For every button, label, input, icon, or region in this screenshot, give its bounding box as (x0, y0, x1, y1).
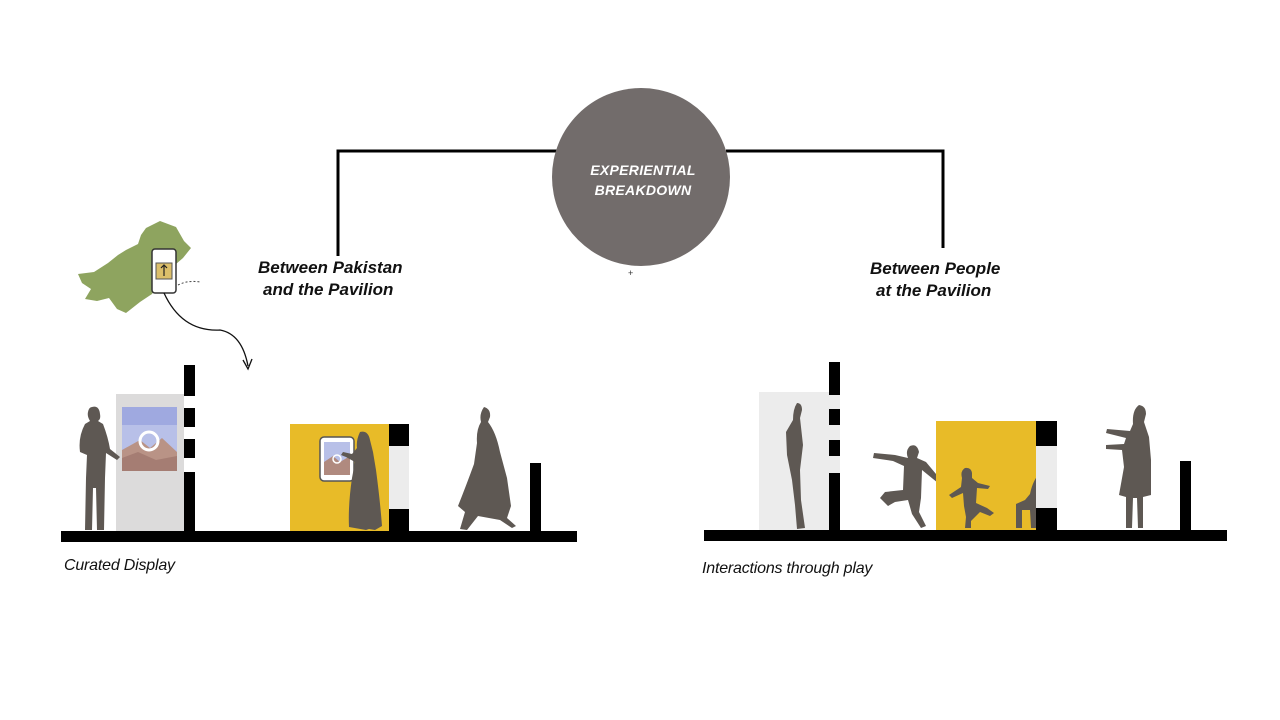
branch-label-line-2: at the Pavilion (876, 281, 992, 300)
right-scene (704, 362, 1227, 541)
kicking-child-silhouette (873, 445, 941, 528)
pakistan-map-icon (78, 221, 191, 313)
reaching-figure-silhouette (1106, 405, 1151, 528)
ground-right (704, 530, 1227, 541)
short-post (530, 463, 541, 531)
walking-figure-silhouette (458, 407, 516, 530)
hub-title: EXPERIENTIAL BREAKDOWN (553, 160, 733, 200)
running-child-silhouette (949, 467, 994, 528)
left-scene (61, 221, 577, 542)
short-post-right (1180, 461, 1191, 531)
black-white-post-right (1036, 421, 1057, 531)
arrow-head (242, 358, 253, 371)
branch-label-people: Between People at the Pavilion (870, 258, 1000, 302)
leaning-figure-silhouette (786, 403, 805, 529)
hub-title-line-1: EXPERIENTIAL (590, 162, 696, 178)
striped-post (184, 365, 195, 531)
branch-label-line-1: Between People (870, 259, 1001, 278)
phone-icon (151, 248, 177, 294)
hub-circle (552, 88, 730, 266)
black-white-post (389, 424, 409, 531)
striped-post-right (829, 362, 840, 531)
ground-left (61, 531, 577, 542)
standing-man-silhouette (79, 406, 120, 530)
dotted-trail (177, 280, 201, 286)
left-connector (336, 149, 560, 256)
branch-label-line-2: and the Pavilion (263, 280, 394, 299)
woman-tablet-silhouette (341, 431, 382, 530)
connector-lines (336, 149, 945, 256)
landscape-picture (122, 407, 177, 471)
hub-title-line-2: BREAKDOWN (594, 182, 692, 198)
right-connector (726, 149, 945, 248)
plus-marker: + (628, 268, 634, 278)
caption-curated-display: Curated Display (64, 557, 175, 574)
branch-label-line-1: Between Pakistan (258, 258, 403, 277)
caption-interactions-play: Interactions through play (702, 560, 873, 577)
branch-label-pakistan: Between Pakistan and the Pavilion (258, 257, 403, 301)
tablet-icon (319, 436, 355, 482)
curved-arrow (163, 292, 249, 367)
